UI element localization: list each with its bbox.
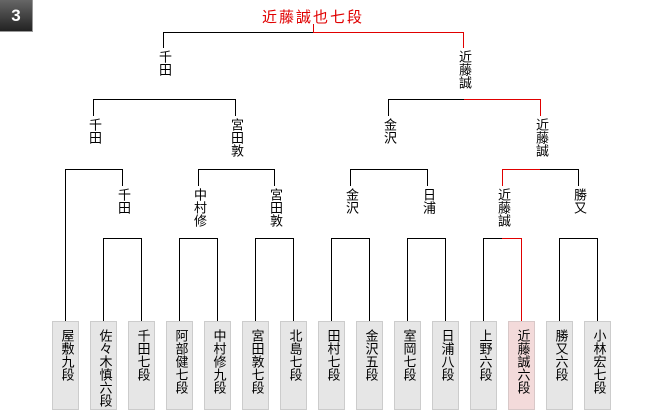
bracket-line-horizontal — [502, 238, 522, 239]
player-name: 近藤誠六段 — [514, 329, 530, 394]
bracket-line-horizontal — [502, 169, 541, 170]
bracket-line-vertical — [350, 169, 351, 186]
bracket-line-vertical — [597, 238, 598, 321]
bracket-line-horizontal — [350, 169, 428, 170]
player-name: 北島七段 — [286, 329, 302, 381]
round2-winner-label: 勝又 — [571, 188, 586, 214]
bracket-line-horizontal — [407, 238, 446, 239]
bracket-line-vertical — [93, 99, 94, 116]
round2-winner-label: 宮田敦 — [267, 188, 282, 227]
player-name: 小林宏七段 — [590, 329, 606, 394]
bracket-line-horizontal — [483, 238, 503, 239]
player-name: 上野六段 — [476, 329, 492, 381]
player-name: 千田七段 — [134, 329, 150, 381]
round3-winner-label: 近藤誠 — [533, 118, 548, 157]
round2-winner-label: 千田 — [115, 188, 130, 214]
player-box[interactable]: 北島七段 — [280, 321, 307, 410]
bracket-line-vertical — [65, 169, 66, 321]
bracket-line-vertical — [388, 99, 389, 116]
bracket-line-vertical — [274, 169, 275, 186]
player-name: 日浦八段 — [438, 329, 454, 381]
player-box[interactable]: 中村修九段 — [204, 321, 231, 410]
bracket-line-vertical — [578, 169, 579, 186]
bracket-line-horizontal — [65, 169, 123, 170]
round3-winner-label: 金沢 — [381, 118, 396, 144]
bracket-line-vertical — [198, 169, 199, 186]
bracket-line-vertical — [163, 32, 164, 48]
champion-player-box[interactable]: 近藤誠六段 — [508, 321, 535, 410]
bracket-line-horizontal — [163, 32, 314, 33]
player-name: 佐々木慎六段 — [96, 329, 112, 407]
bracket-line-horizontal — [103, 238, 142, 239]
bracket-line-vertical — [255, 238, 256, 321]
bracket-line-vertical — [407, 238, 408, 321]
bracket-line-vertical — [427, 169, 428, 186]
player-name: 室岡七段 — [400, 329, 416, 381]
bracket-line-horizontal — [93, 99, 236, 100]
player-name: 中村修九段 — [210, 329, 226, 394]
bracket-line-horizontal — [559, 238, 598, 239]
bracket-line-vertical — [122, 169, 123, 186]
bracket-line-vertical — [235, 99, 236, 116]
bracket-line-horizontal — [331, 238, 370, 239]
round3-winner-label: 宮田敦 — [228, 118, 243, 157]
bracket-line-vertical — [559, 238, 560, 321]
round2-winner-label: 金沢 — [343, 188, 358, 214]
bracket-line-horizontal — [255, 238, 294, 239]
player-name: 阿部健七段 — [172, 329, 188, 394]
player-box[interactable]: 勝又六段 — [546, 321, 573, 410]
player-name: 金沢五段 — [362, 329, 378, 381]
round2-winner-label: 近藤誠 — [495, 188, 510, 227]
round2-winner-label: 日浦 — [420, 188, 435, 214]
player-box[interactable]: 阿部健七段 — [166, 321, 193, 410]
player-box[interactable]: 上野六段 — [470, 321, 497, 410]
player-box[interactable]: 金沢五段 — [356, 321, 383, 410]
bracket-line-vertical — [540, 99, 541, 116]
bracket-line-vertical — [502, 169, 503, 186]
champion-title: 近藤誠也七段 — [261, 8, 364, 26]
round2-winner-label: 中村修 — [191, 188, 206, 227]
bracket-line-vertical — [445, 238, 446, 321]
bracket-line-vertical — [217, 238, 218, 321]
bracket-line-vertical — [521, 238, 522, 321]
bracket-line-horizontal — [388, 99, 465, 100]
round4-winner-label: 近藤誠 — [456, 50, 471, 89]
bracket-line-horizontal — [540, 169, 579, 170]
bracket-line-horizontal — [179, 238, 218, 239]
bracket-line-vertical — [293, 238, 294, 321]
bracket-line-horizontal — [198, 169, 275, 170]
player-name: 宮田敦七段 — [248, 329, 264, 394]
player-box[interactable]: 屋敷九段 — [52, 321, 79, 410]
player-name: 田村七段 — [324, 329, 340, 381]
bracket-line-horizontal — [313, 32, 464, 33]
bracket-line-vertical — [313, 24, 314, 32]
bracket-line-vertical — [369, 238, 370, 321]
player-box[interactable]: 田村七段 — [318, 321, 345, 410]
bracket-line-vertical — [179, 238, 180, 321]
player-name: 勝又六段 — [552, 329, 568, 381]
block-number-badge: 3 — [0, 0, 33, 32]
player-box[interactable]: 宮田敦七段 — [242, 321, 269, 410]
player-name: 屋敷九段 — [58, 329, 74, 381]
bracket-line-vertical — [463, 32, 464, 48]
bracket-line-vertical — [331, 238, 332, 321]
player-box[interactable]: 小林宏七段 — [584, 321, 611, 410]
round4-winner-label: 千田 — [156, 50, 171, 76]
bracket-line-vertical — [483, 238, 484, 321]
player-box[interactable]: 千田七段 — [128, 321, 155, 410]
bracket-line-vertical — [103, 238, 104, 321]
round3-winner-label: 千田 — [86, 118, 101, 144]
player-box[interactable]: 室岡七段 — [394, 321, 421, 410]
bracket-line-vertical — [141, 238, 142, 321]
player-box[interactable]: 佐々木慎六段 — [90, 321, 117, 410]
bracket-line-horizontal — [464, 99, 541, 100]
player-box[interactable]: 日浦八段 — [432, 321, 459, 410]
